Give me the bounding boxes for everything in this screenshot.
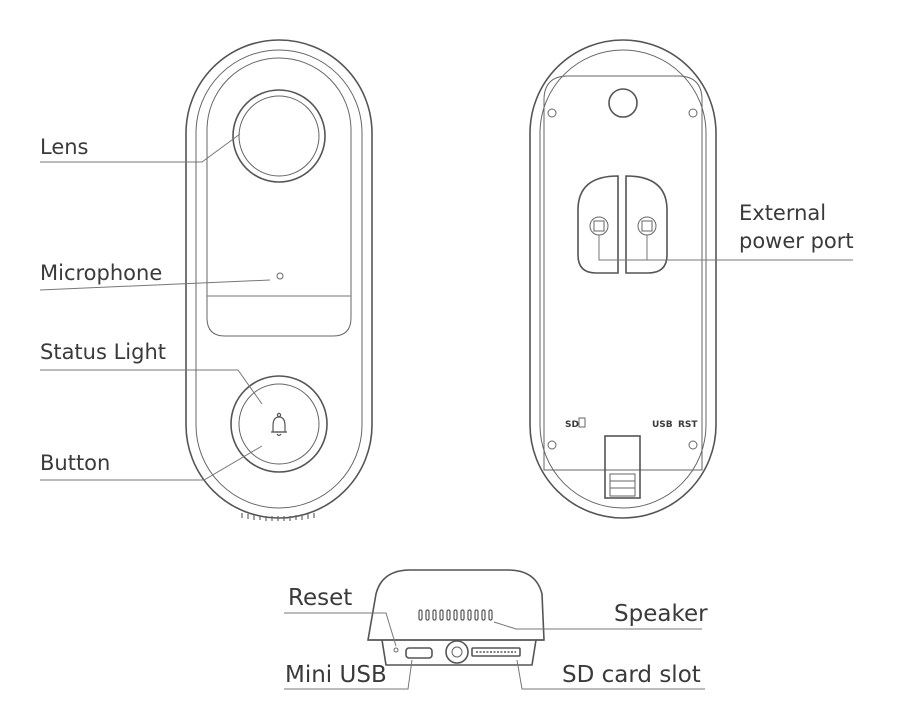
speaker-leader [493,621,702,630]
status-light-label: Status Light [40,340,166,364]
reset-pinhole [393,647,399,653]
power-screw-left [589,216,609,236]
bottom-housing [367,569,545,641]
sd-card-slot-leader [516,659,705,690]
microphone-leader [39,279,271,291]
button-label: Button [40,451,110,475]
sd-card-slot [471,647,521,657]
power-terminal-right [625,175,668,274]
screw-hole-top-right [688,108,698,118]
back-plate [543,75,703,471]
mini-usb-port [405,647,433,659]
doorbell-button-outer [230,375,328,473]
lens [232,89,326,183]
sd-marking: SD [565,420,579,430]
speaker-slots [418,609,493,621]
sd-card-icon [578,417,586,428]
status-light-leader [40,369,263,405]
back-view: SD USB RST External power port [529,39,854,519]
screw-hole-bottom-left [547,440,557,450]
screw-hole-bottom-right [688,440,698,450]
bottom-view: Reset Speaker Mini USB SD card slot [284,569,708,690]
lens-label: Lens [40,135,89,159]
bell-icon [271,412,287,437]
bottom-connector [604,435,641,499]
center-port-outer [445,640,469,664]
power-port-leader [598,235,853,261]
power-terminal-left [577,175,619,274]
bottom-base [381,639,537,666]
reset-label: Reset [288,585,352,611]
front-body-outline [185,39,373,519]
mini-usb-leader [284,659,413,690]
microphone-label: Microphone [40,261,162,285]
center-port-inner [451,646,463,658]
button-leader [40,445,263,481]
rst-marking: RST [678,420,698,430]
doorbell-button-inner [238,383,320,465]
power-screw-right [637,216,657,236]
lens-leader [40,133,241,163]
front-speaker-grille [241,513,315,521]
external-power-port-label-line1: External [739,201,826,225]
lens-inner [238,95,320,177]
speaker-label: Speaker [614,601,708,627]
external-power-port-label-line2: power port [739,229,854,253]
mini-usb-label: Mini USB [285,662,387,688]
reset-leader [284,612,397,647]
sd-card-slot-label: SD card slot [562,662,701,688]
microphone-hole [276,272,284,280]
back-body-outline [529,39,717,519]
usb-marking: USB [652,420,673,430]
front-body-inner-outline [195,49,363,509]
back-top-sensor [608,88,638,118]
screw-hole-top-left [547,108,557,118]
camera-panel [206,57,352,337]
bottom-connector-plug [609,473,636,497]
front-view: Lens Microphone Status Light Button [39,39,373,521]
back-body-inner-outline [539,49,707,509]
